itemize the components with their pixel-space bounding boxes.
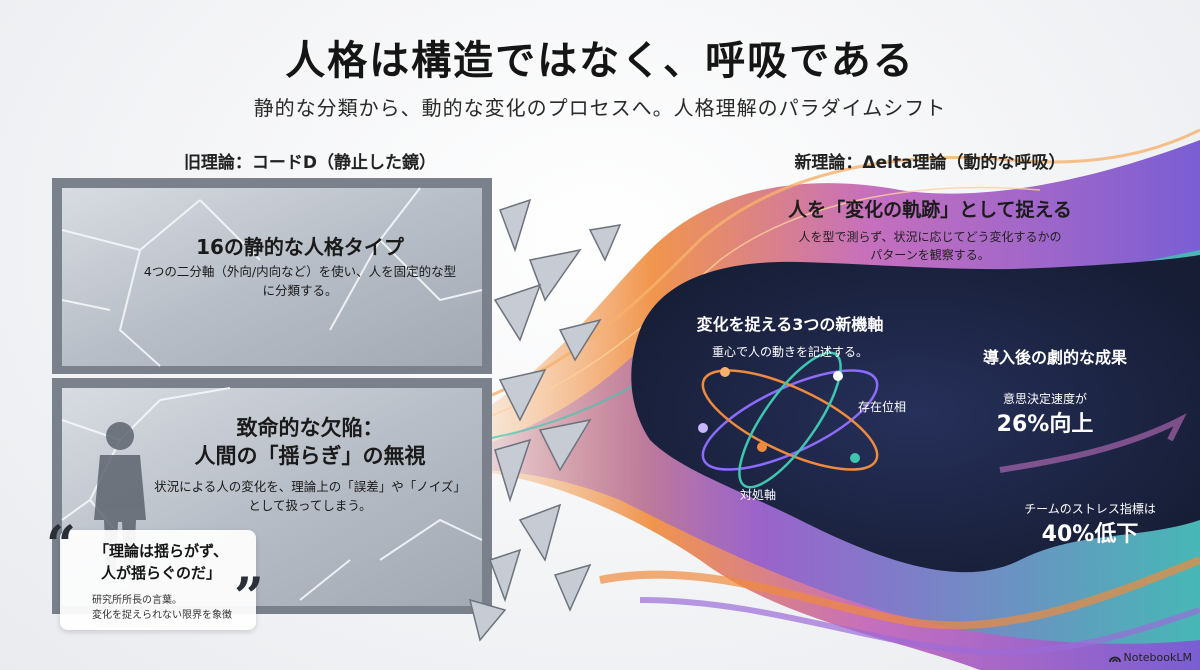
glass-shards: [468, 198, 622, 642]
orbit-diagram: [698, 351, 879, 489]
result1-label: 意思決定速度が: [1002, 392, 1087, 406]
brand-name: NotebookLM: [1123, 651, 1192, 664]
fatal-flaw-title-line2: 人間の「揺らぎ」の無視: [194, 444, 426, 468]
brand-watermark: NotebookLM: [1108, 651, 1192, 664]
new-theory-heading: 新理論：Δelta理論（動的な呼吸）: [794, 153, 1066, 173]
axis-coping-label: 対処軸: [740, 488, 777, 502]
quote-line1: 「理論は揺らがず、: [94, 542, 228, 560]
new-axes-subtitle: 重心で人の動きを記述する。: [711, 345, 868, 359]
static-types-body: 4つの二分軸（外向/内向など）を使い、人を固定的な型に分類する。: [143, 264, 457, 298]
quote-card: [60, 530, 256, 630]
results-title: 導入後の劇的な成果: [982, 348, 1127, 367]
result2-label: チームのストレス指標は: [1024, 502, 1156, 516]
fatal-flaw-title: 致命的な欠陥： 人間の「揺らぎ」の無視: [150, 414, 470, 470]
quote-attribution-line2: 変化を捉えられない限界を象徴: [92, 610, 232, 621]
notebooklm-logo-icon: [1108, 656, 1121, 662]
axis-existence-label: 存在位相: [858, 400, 907, 414]
page-subtitle: 静的な分類から、動的な変化のプロセスへ。人格理解のパラダイムシフト: [253, 96, 947, 120]
close-quote-icon: ”: [234, 567, 264, 628]
trajectory-banner-line2: パターンを観察する。: [870, 248, 990, 262]
quote-attribution: 研究所所長の言葉。 変化を捉えられない限界を象徴: [92, 593, 262, 623]
glass-frame: [52, 178, 492, 614]
open-quote-icon: “: [46, 515, 76, 576]
trajectory-banner-line1: 人を型で測らず、状況に応じてどう変化するかの: [798, 230, 1062, 244]
result1-value: 26%向上: [996, 412, 1094, 437]
dark-center-region: [631, 255, 1200, 573]
page-title: 人格は構造ではなく、呼吸である: [285, 38, 915, 84]
quote-text: 「理論は揺らがず、 人が揺らぐのだ」: [76, 540, 246, 584]
trajectory-banner-title: 人を「変化の軌跡」として捉える: [788, 199, 1072, 221]
trajectory-banner-body: 人を型で測らず、状況に応じてどう変化するかの パターンを観察する。: [760, 228, 1100, 264]
quote-attribution-line1: 研究所所長の言葉。: [92, 595, 182, 606]
old-theory-heading: 旧理論：コードD（静止した鏡）: [183, 153, 437, 173]
fatal-flaw-title-line1: 致命的な欠陥：: [236, 416, 384, 440]
new-axes-title: 変化を捉える3つの新機軸: [696, 315, 884, 334]
result2-value: 40%低下: [1041, 522, 1139, 547]
static-types-title: 16の静的な人格タイプ: [196, 235, 404, 259]
quote-line2: 人が揺らぐのだ」: [100, 564, 221, 582]
fatal-flaw-body: 状況による人の変化を、理論上の「誤差」や「ノイズ」として扱ってしまう。: [154, 479, 466, 513]
